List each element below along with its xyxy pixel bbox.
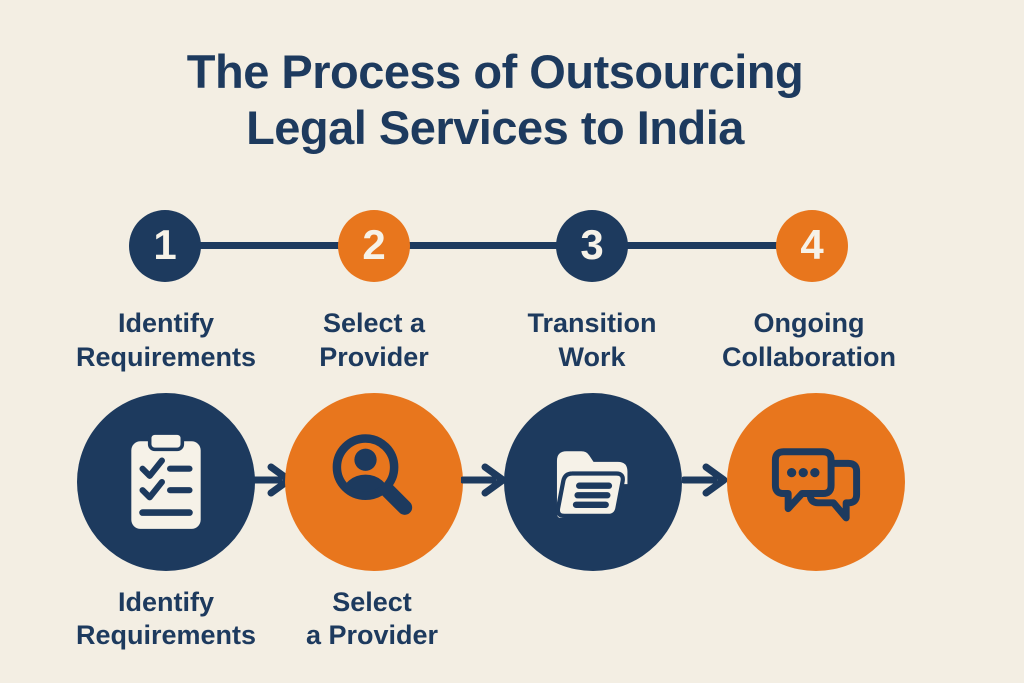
step-4-number-circle: 4: [776, 210, 848, 282]
clipboard-checklist-icon: [131, 431, 201, 529]
arrow-right-icon: [682, 463, 728, 497]
stage-1-icon-circle: [77, 393, 255, 571]
step-4-number: 4: [800, 221, 824, 268]
step-4-label: Ongoing Collaboration: [722, 308, 896, 372]
stage-3-icon-circle: [504, 393, 682, 571]
step-3-number-circle: 3: [556, 210, 628, 282]
step-2-number: 2: [362, 221, 386, 268]
magnifier-person-icon: [332, 434, 413, 515]
step-2-number-circle: 2: [338, 210, 410, 282]
chat-bubbles-icon: [771, 447, 861, 521]
open-folder-document-icon: [555, 451, 628, 519]
page-title: The Process of Outsourcing Legal Service…: [186, 45, 804, 154]
timeline-connector-line: [165, 242, 813, 249]
step-2-label: Select a Provider: [319, 308, 429, 372]
stage-4-icon-circle: [727, 393, 905, 571]
stage-2-caption: Select a Provider: [305, 587, 439, 650]
step-1-number: 1: [153, 221, 177, 268]
step-1-label: Identify Requirements: [75, 308, 257, 372]
stage-1-caption: Identify Requirements: [75, 587, 257, 650]
arrow-right-icon: [461, 463, 507, 497]
step-1-number-circle: 1: [129, 210, 201, 282]
step-3-number: 3: [580, 221, 604, 268]
step-3-label: Transition Work: [527, 308, 657, 372]
stage-2-icon-circle: [285, 393, 463, 571]
